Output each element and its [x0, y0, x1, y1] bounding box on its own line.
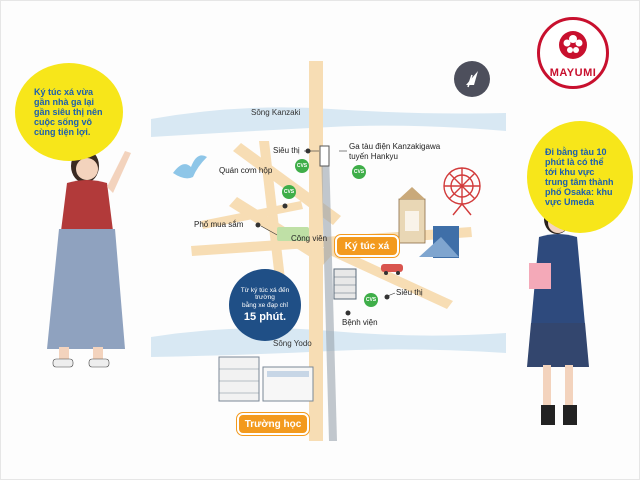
- station-marker: [319, 145, 330, 167]
- label-river-kanzaki: Sông Kanzaki: [251, 108, 301, 117]
- cvs-marker: CVS: [352, 165, 366, 179]
- bird-icon: [173, 155, 207, 179]
- road-diagonal-3: [321, 243, 453, 309]
- tag-dorm: Ký túc xá: [335, 235, 399, 257]
- compass-icon: [454, 61, 490, 97]
- mayumi-logo: MAYUMI: [537, 17, 609, 89]
- commute-bubble: Từ ký túc xá đến trường bằng xe đạp chỉ …: [229, 269, 301, 341]
- label-station-line2: tuyến Hankyu: [349, 152, 398, 161]
- tag-school: Trường học: [237, 413, 309, 435]
- logo-flower-icon: [559, 31, 587, 59]
- school-building: [218, 356, 314, 402]
- cvs-marker: CVS: [282, 185, 296, 199]
- road-diagonal-1: [233, 143, 341, 225]
- road-small: [201, 201, 303, 229]
- speech-bubble-left: Ký túc xá vừa gần nhà ga lại gần siêu th…: [15, 63, 123, 161]
- label-river-yodo: Sông Yodo: [273, 339, 312, 348]
- label-hospital: Bệnh viện: [342, 318, 378, 327]
- ferris-wheel-icon: [443, 167, 481, 216]
- label-supermarket-2: Siêu thị: [396, 288, 423, 297]
- car-icon: [381, 264, 403, 275]
- label-shopping-street: Phố mua sắm: [194, 220, 244, 229]
- label-park: Công viên: [291, 234, 328, 243]
- tower-icon: [398, 187, 426, 244]
- commute-line-3: bằng xe đạp chỉ: [242, 301, 288, 309]
- student-left: [47, 149, 131, 368]
- railway: [321, 151, 337, 441]
- park-area: [277, 227, 309, 241]
- label-station-line1: Ga tàu điện Kanzakigawa: [349, 142, 441, 151]
- speech-bubble-right-text: Đi bằng tàu 10 phút là có thể tới khu vự…: [545, 146, 614, 208]
- dorm-building: [333, 268, 357, 300]
- commute-line-2: trường: [255, 294, 275, 302]
- label-supermarket-1: Siêu thị: [273, 146, 300, 155]
- speech-bubble-left-text: Ký túc xá vừa gần nhà ga lại gần siêu th…: [34, 86, 103, 138]
- label-bento-shop: Quán cơm hộp: [219, 166, 273, 175]
- speech-bubble-right: Đi bằng tàu 10 phút là có thể tới khu vự…: [527, 121, 633, 233]
- student-right: [527, 204, 589, 425]
- cvs-marker: CVS: [295, 159, 309, 173]
- commute-line-1: Từ ký túc xá đến: [240, 286, 290, 294]
- commute-minutes: 15 phút.: [243, 311, 287, 324]
- cvs-marker: CVS: [364, 293, 378, 307]
- river-kanzaki: [151, 107, 506, 137]
- logo-text: MAYUMI: [549, 67, 597, 79]
